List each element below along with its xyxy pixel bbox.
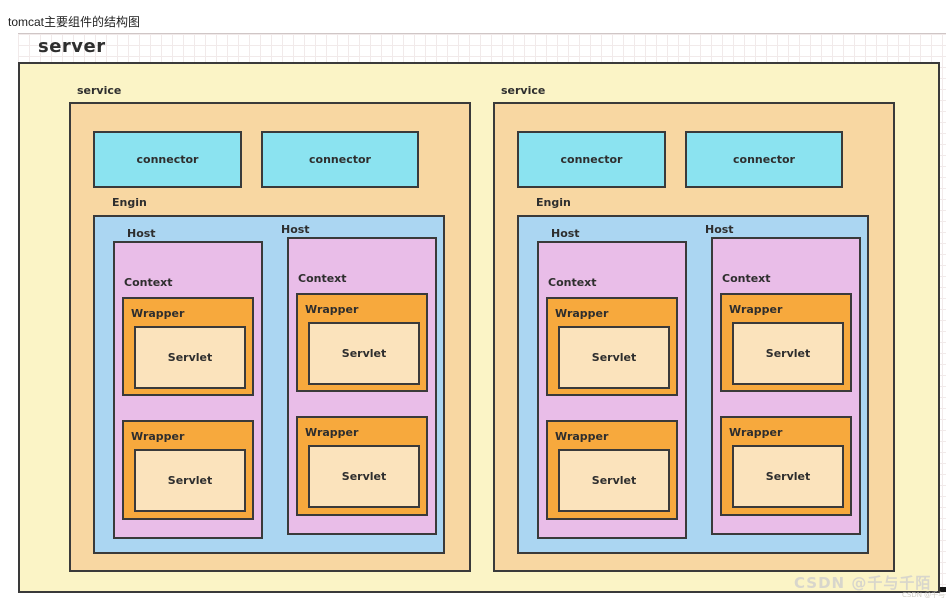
wrapper-label: Wrapper [305, 426, 359, 439]
wrapper-label: Wrapper [305, 303, 359, 316]
connector-label: connector [309, 153, 371, 166]
wrapper-label: Wrapper [555, 430, 609, 443]
wrapper-box: Wrapper Servlet [296, 293, 428, 392]
servlet-box: Servlet [558, 326, 670, 389]
engine-label: Engin [536, 196, 571, 209]
watermark: CSDN @千与千陌 [794, 574, 932, 592]
wrapper-label: Wrapper [131, 430, 185, 443]
connector-label: connector [733, 153, 795, 166]
servlet-label: Servlet [591, 351, 637, 364]
wrapper-box: Wrapper Servlet [546, 297, 678, 396]
host-label: Host [281, 223, 310, 236]
service-box: connector connector Engin Host Context W… [493, 102, 895, 572]
service-label: service [501, 84, 546, 97]
host-label: Host [551, 227, 580, 240]
servlet-label: Servlet [765, 470, 811, 483]
server-box: service connector connector Engin Host C… [18, 62, 940, 593]
servlet-box: Servlet [308, 322, 420, 385]
connector-box: connector [261, 131, 419, 188]
diagram-canvas: server service connector connector Engin… [18, 33, 946, 599]
wrapper-box: Wrapper Servlet [296, 416, 428, 516]
host-box: Context Wrapper Servlet Wrapper Servlet [287, 237, 437, 535]
host-label: Host [705, 223, 734, 236]
connector-box: connector [93, 131, 242, 188]
engine-label: Engin [112, 196, 147, 209]
servlet-label: Servlet [341, 347, 387, 360]
servlet-box: Servlet [134, 326, 246, 389]
host-label: Host [127, 227, 156, 240]
host-box: Context Wrapper Servlet Wrapper Servlet [537, 241, 687, 539]
wrapper-box: Wrapper Servlet [122, 420, 254, 520]
wrapper-label: Wrapper [131, 307, 185, 320]
servlet-box: Servlet [134, 449, 246, 512]
servlet-label: Servlet [341, 470, 387, 483]
servlet-box: Servlet [558, 449, 670, 512]
wrapper-box: Wrapper Servlet [122, 297, 254, 396]
host-box: Context Wrapper Servlet Wrapper Servlet [711, 237, 861, 535]
servlet-box: Servlet [732, 322, 844, 385]
context-label: Context [124, 276, 173, 289]
servlet-label: Servlet [765, 347, 811, 360]
connector-box: connector [517, 131, 666, 188]
context-label: Context [298, 272, 347, 285]
service-box: connector connector Engin Host Context W… [69, 102, 471, 572]
wrapper-label: Wrapper [729, 426, 783, 439]
wrapper-box: Wrapper Servlet [720, 416, 852, 516]
servlet-box: Servlet [308, 445, 420, 508]
servlet-label: Servlet [591, 474, 637, 487]
page-title: tomcat主要组件的结构图 [8, 15, 141, 29]
wrapper-box: Wrapper Servlet [546, 420, 678, 520]
servlet-label: Servlet [167, 351, 213, 364]
server-label: server [38, 36, 106, 57]
context-label: Context [548, 276, 597, 289]
service-label: service [77, 84, 122, 97]
engine-box: Host Context Wrapper Servlet Wrapper [93, 215, 445, 554]
servlet-label: Servlet [167, 474, 213, 487]
connector-box: connector [685, 131, 843, 188]
engine-box: Host Context Wrapper Servlet Wrapper [517, 215, 869, 554]
servlet-box: Servlet [732, 445, 844, 508]
wrapper-label: Wrapper [729, 303, 783, 316]
watermark-small: CSDN @千与千陌 [902, 591, 946, 599]
connector-label: connector [560, 153, 623, 166]
context-label: Context [722, 272, 771, 285]
host-box: Context Wrapper Servlet Wrapper Servlet [113, 241, 263, 539]
connector-label: connector [136, 153, 199, 166]
wrapper-box: Wrapper Servlet [720, 293, 852, 392]
wrapper-label: Wrapper [555, 307, 609, 320]
